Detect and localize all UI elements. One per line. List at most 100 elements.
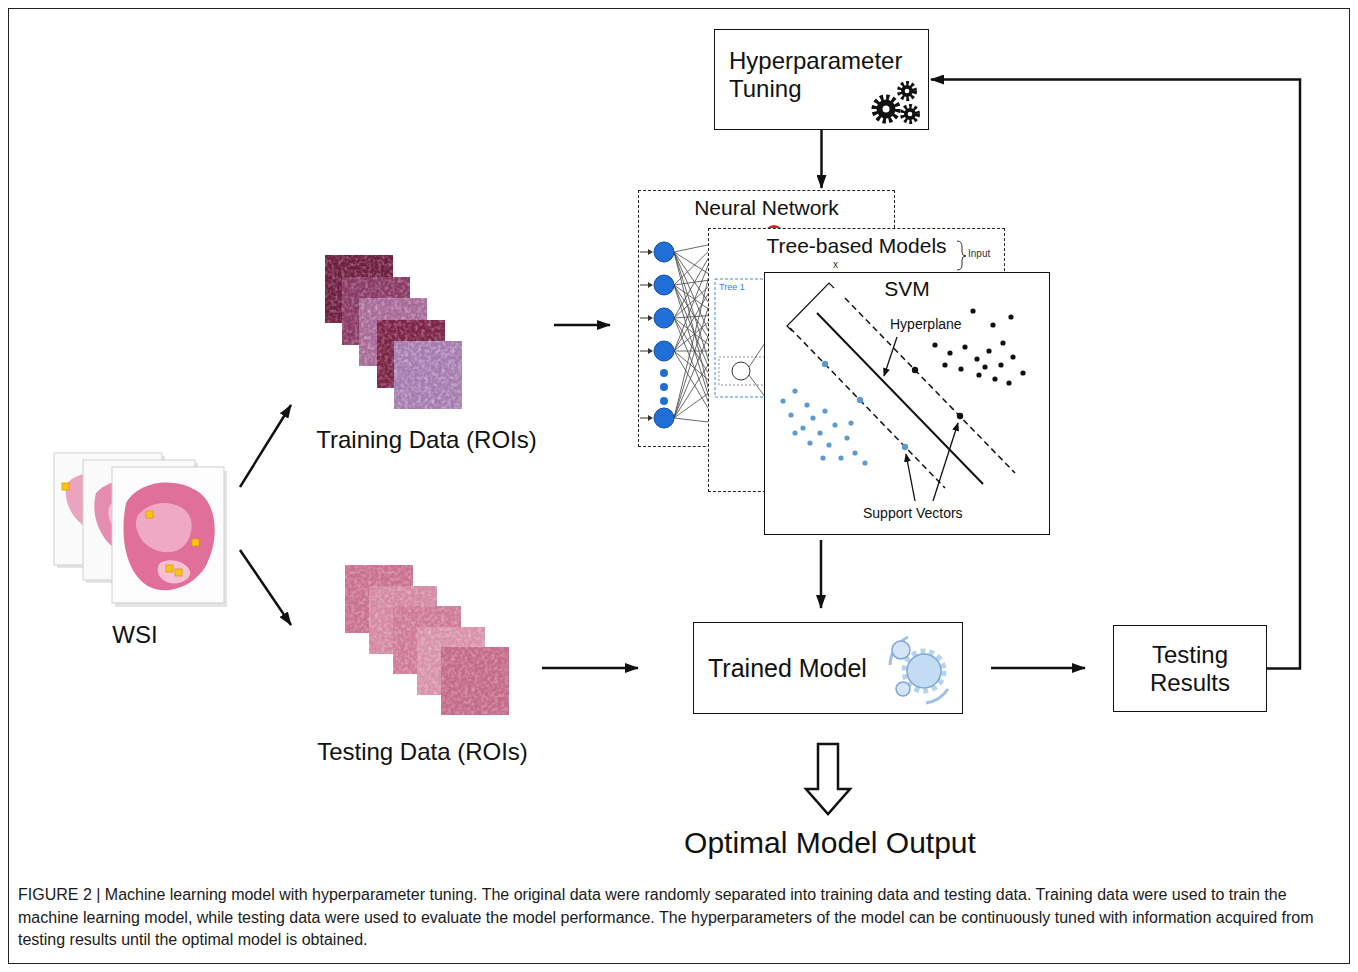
gear-hole: [905, 89, 910, 94]
output-label: Optimal Model Output: [660, 820, 1000, 867]
data-point: [817, 430, 822, 435]
arrow-connector: [554, 324, 610, 327]
roi-marker: [166, 565, 173, 572]
tile-texture: [394, 341, 462, 409]
icon-gear: [892, 641, 910, 659]
icon-arc: [926, 689, 948, 703]
process-box: Trained Model: [693, 622, 963, 714]
input-neuron: [654, 408, 674, 428]
node-text: Tree-based Models: [766, 234, 946, 258]
image-node: WSI: [40, 445, 230, 655]
arrow-connector: [542, 667, 638, 670]
ellipsis-dot: [660, 383, 668, 391]
data-point: [986, 348, 991, 353]
label-anchor: Tree 1: [719, 282, 745, 292]
input-label: Input: [968, 248, 990, 260]
data-point: [848, 420, 853, 425]
arrow-connector: [820, 130, 823, 188]
gear-body: [877, 100, 896, 119]
margin-line: [790, 328, 945, 488]
tissue: [158, 560, 191, 583]
ellipsis-dot: [660, 397, 668, 405]
svm-drawing: [765, 273, 1051, 536]
data-point: [838, 455, 843, 460]
model-panel: SVMHyperplaneSupport Vectors: [764, 272, 1050, 535]
input-neuron: [654, 242, 674, 262]
axis-label: x: [833, 259, 838, 271]
figure-caption: FIGURE 2 | Machine learning model with h…: [18, 884, 1340, 952]
data-point: [862, 460, 867, 465]
gear-teeth: [875, 98, 898, 121]
node-text: Hyperparameter Tuning: [729, 47, 919, 102]
data-point: [992, 376, 997, 381]
node-text: Trained Model: [708, 654, 867, 683]
input-neuron: [654, 341, 674, 361]
label-anchor: Hyperplane: [890, 316, 962, 332]
callout-label: Support Vectors: [863, 505, 963, 521]
data-point: [962, 344, 967, 349]
node-text: Testing Results: [1130, 641, 1250, 696]
roi-marker: [62, 483, 69, 490]
data-point: [1020, 370, 1025, 375]
node-text: WSI: [112, 621, 157, 649]
tree-node: [732, 362, 750, 380]
roi-marker: [192, 539, 199, 546]
label-anchor: x: [833, 259, 838, 271]
leader-line: [906, 454, 915, 501]
node-text: Testing Data (ROIs): [317, 738, 528, 766]
hyperplane-line: [817, 313, 983, 484]
input-arrow-lines: [640, 252, 648, 418]
roi-marker: [175, 569, 182, 576]
tree-label: Tree 1: [719, 282, 745, 292]
data-point: [990, 322, 995, 327]
data-point: [832, 422, 837, 427]
input-neuron: [654, 308, 674, 328]
slide-stack: [40, 445, 230, 615]
data-point: [982, 364, 987, 369]
data-point: [974, 356, 979, 361]
node-text: Neural Network: [694, 196, 839, 220]
gear-teeth: [903, 107, 918, 122]
data-point: [820, 455, 825, 460]
data-point: [788, 412, 793, 417]
callout-label: Hyperplane: [890, 316, 962, 332]
image-node: Training Data (ROIs): [305, 250, 548, 460]
testing-tiles: [305, 558, 540, 728]
image-node: Testing Data (ROIs): [305, 558, 540, 772]
input-neuron: [654, 275, 674, 295]
data-point: [792, 388, 797, 393]
data-point: [822, 408, 827, 413]
support-vector: [912, 367, 918, 373]
roi-marker: [146, 511, 153, 518]
gear-body: [904, 108, 916, 120]
data-point: [998, 362, 1003, 367]
connector-group: [240, 80, 1300, 815]
process-box: Testing Results: [1113, 625, 1267, 712]
tile-texture: [441, 647, 509, 715]
data-point: [958, 366, 963, 371]
data-point: [970, 308, 975, 313]
data-point: [1010, 354, 1015, 359]
training-tiles: [305, 250, 548, 420]
data-point: [947, 350, 952, 355]
label-anchor: Support Vectors: [863, 505, 963, 521]
support-vector: [857, 397, 863, 403]
support-vector: [957, 413, 963, 419]
data-point: [1000, 340, 1005, 345]
data-point: [932, 342, 937, 347]
support-vector: [822, 361, 828, 367]
data-point: [826, 442, 831, 447]
data-point: [780, 398, 785, 403]
data-point: [844, 435, 849, 440]
arrow-connector: [240, 405, 291, 487]
icon-gear: [896, 682, 910, 696]
glass-slide: [112, 467, 224, 603]
label-anchor: Input: [968, 248, 990, 260]
margin-line: [845, 298, 1015, 473]
class-b-points: [780, 361, 908, 466]
arrow-connector: [240, 550, 291, 625]
data-point: [807, 440, 812, 445]
node-text: Training Data (ROIs): [316, 426, 537, 454]
